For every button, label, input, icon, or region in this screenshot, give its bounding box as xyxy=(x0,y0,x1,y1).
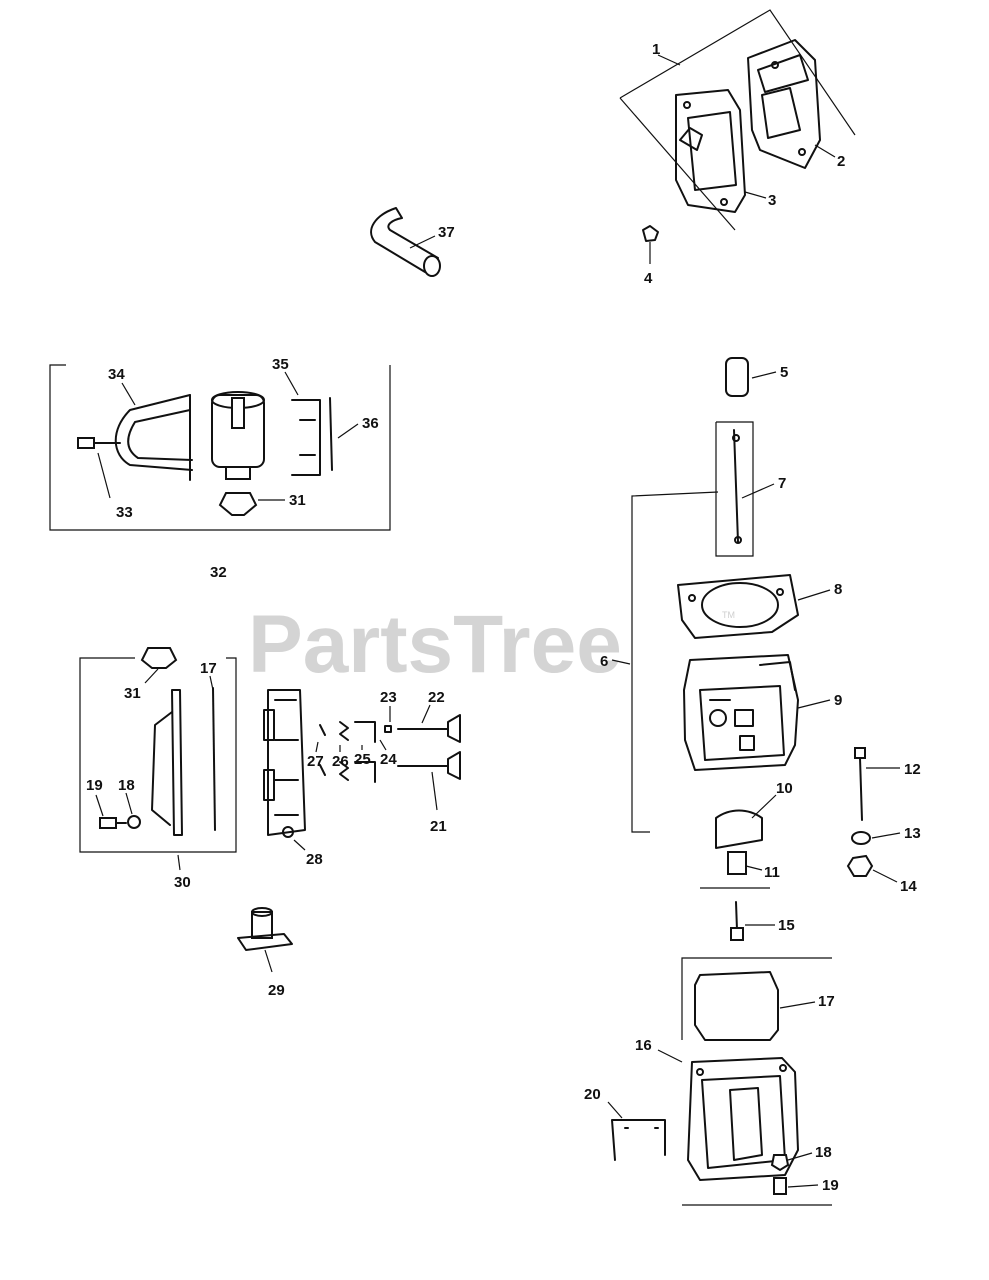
callout-17-right: 17 xyxy=(818,993,835,1010)
callout-34: 34 xyxy=(108,366,125,383)
callout-14: 14 xyxy=(900,878,917,895)
watermark-text: PartsTree xyxy=(248,599,622,690)
callout-17-left: 17 xyxy=(200,660,217,677)
callout-13: 13 xyxy=(904,825,921,842)
callout-10: 10 xyxy=(776,780,793,797)
callout-30: 30 xyxy=(174,874,191,891)
callout-31-lower: 31 xyxy=(124,685,141,702)
callout-4: 4 xyxy=(644,270,653,287)
callout-5: 5 xyxy=(780,364,788,381)
callout-22: 22 xyxy=(428,689,445,706)
callout-32: 32 xyxy=(210,564,227,581)
valve-cover-assembly xyxy=(619,9,856,242)
callout-8: 8 xyxy=(834,581,842,598)
breather-cover-box-frame xyxy=(79,657,237,853)
breather-hose xyxy=(370,207,441,277)
callout-6: 6 xyxy=(600,653,608,670)
callout-12: 12 xyxy=(904,761,921,778)
rocker-cover-parts xyxy=(611,971,799,1195)
callout-28: 28 xyxy=(306,851,323,868)
valve-train-parts xyxy=(263,689,461,838)
callout-19-right: 19 xyxy=(822,1177,839,1194)
callout-18-right: 18 xyxy=(815,1144,832,1161)
cylinder-head-stack xyxy=(631,357,799,889)
callout-1: 1 xyxy=(652,41,660,58)
callout-31-upper: 31 xyxy=(289,492,306,509)
callout-2: 2 xyxy=(837,153,845,170)
callout-16: 16 xyxy=(635,1037,652,1054)
callout-9: 9 xyxy=(834,692,842,709)
head-bolt-hardware xyxy=(846,747,874,877)
breather-filter-parts xyxy=(77,391,333,516)
breather-box-frame xyxy=(49,364,391,531)
callout-33: 33 xyxy=(116,504,133,521)
tube-flange xyxy=(237,907,293,951)
callout-3: 3 xyxy=(768,192,776,209)
callout-35: 35 xyxy=(272,356,289,373)
stud xyxy=(730,901,744,941)
callout-24: 24 xyxy=(380,751,397,768)
watermark-trademark: TM xyxy=(722,610,735,620)
callout-11: 11 xyxy=(764,864,780,881)
callout-26: 26 xyxy=(332,753,349,770)
valve-cover-bracket xyxy=(681,957,832,1040)
callout-25: 25 xyxy=(354,751,371,768)
callout-18-left: 18 xyxy=(118,777,135,794)
callout-27: 27 xyxy=(307,753,324,770)
callout-21: 21 xyxy=(430,818,447,835)
callout-36: 36 xyxy=(362,415,379,432)
callout-23: 23 xyxy=(380,689,397,706)
callout-20: 20 xyxy=(584,1086,601,1103)
callout-29: 29 xyxy=(268,982,285,999)
callout-19-left: 19 xyxy=(86,777,103,794)
breather-cover-parts xyxy=(99,647,216,836)
callout-15: 15 xyxy=(778,917,795,934)
callout-7: 7 xyxy=(778,475,786,492)
callout-37: 37 xyxy=(438,224,455,241)
